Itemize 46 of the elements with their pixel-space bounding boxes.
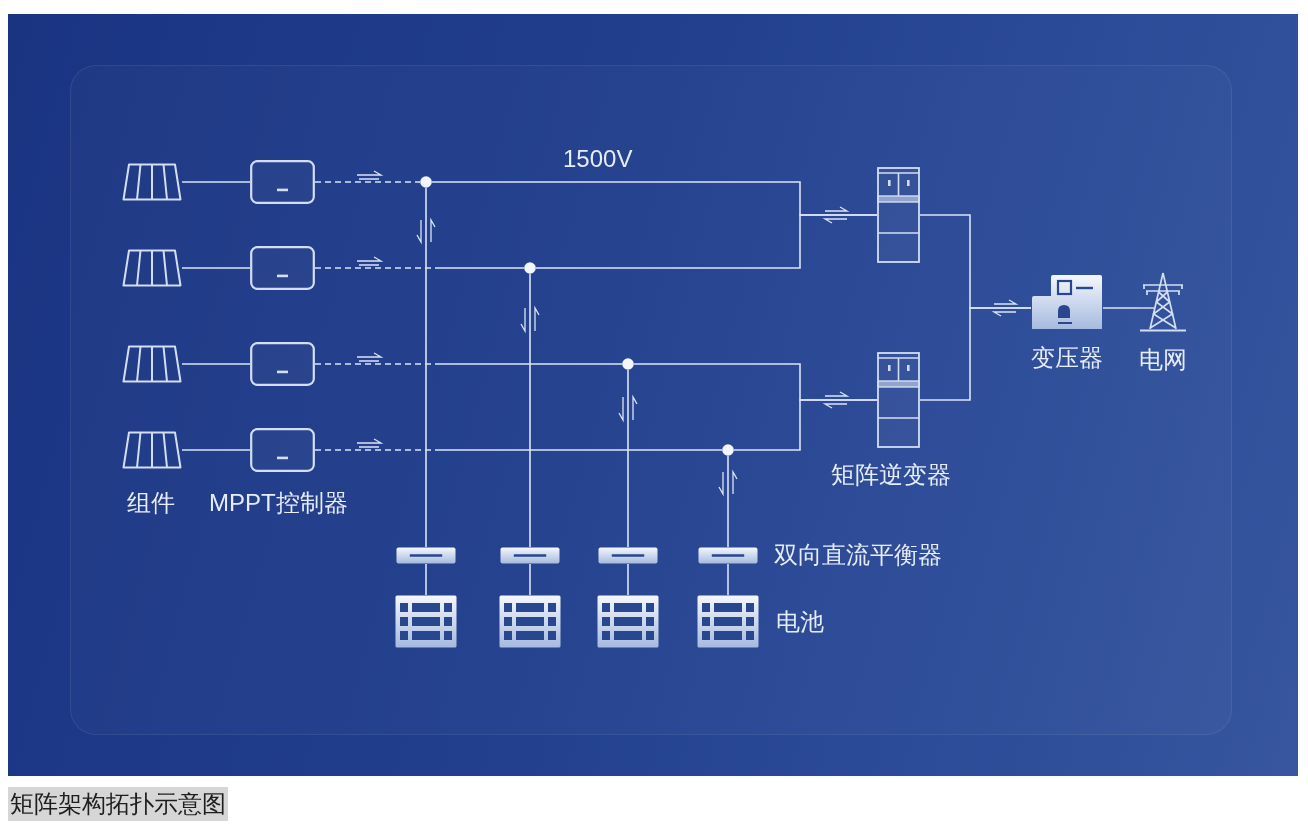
voltage-label: 1500V — [563, 145, 633, 173]
connector-line — [181, 449, 251, 451]
connector-line — [181, 267, 251, 269]
group-label: 组件 — [127, 489, 175, 517]
connector-line — [1102, 307, 1139, 309]
junction-dot — [722, 444, 734, 456]
connector-line — [535, 214, 878, 269]
dashed-connector-line — [314, 267, 525, 269]
group-label: 双向直流平衡器 — [774, 541, 942, 569]
caption: 矩阵架构拓扑示意图 — [8, 787, 228, 821]
node-label: 电网 — [1138, 346, 1188, 374]
connector-line — [919, 307, 1032, 401]
connector-line — [181, 181, 251, 183]
battery-rack-icon — [499, 595, 561, 648]
junction-dot — [524, 262, 536, 274]
controller-box — [250, 160, 315, 204]
group-label: 电池 — [776, 608, 824, 636]
connector-line — [529, 563, 531, 596]
inverter-cabinet-icon — [877, 352, 920, 448]
connector-line — [733, 399, 878, 451]
battery-rack-icon — [697, 595, 759, 648]
connector-line — [425, 187, 427, 548]
junction-dot — [420, 176, 432, 188]
solar-panel-icon — [122, 345, 182, 383]
connector-line — [727, 455, 729, 548]
connector-line — [181, 363, 251, 365]
solar-panel-icon — [122, 163, 182, 201]
inverter-cabinet-icon — [877, 167, 920, 263]
controller-box — [250, 428, 315, 472]
controller-box — [250, 342, 315, 386]
group-label: MPPT控制器 — [209, 489, 348, 517]
connector-line — [727, 563, 729, 596]
node-label: 变压器 — [1031, 344, 1103, 372]
solar-panel-icon — [122, 249, 182, 287]
battery-rack-icon — [597, 595, 659, 648]
connector-line — [529, 273, 531, 548]
connector-line — [425, 563, 427, 596]
battery-rack-icon — [395, 595, 457, 648]
dashed-connector-line — [314, 363, 623, 365]
connector-line — [627, 563, 629, 596]
dashed-connector-line — [314, 181, 421, 183]
solar-panel-icon — [122, 431, 182, 469]
dashed-connector-line — [314, 449, 723, 451]
controller-box — [250, 246, 315, 290]
junction-dot — [622, 358, 634, 370]
connector-line — [627, 369, 629, 548]
